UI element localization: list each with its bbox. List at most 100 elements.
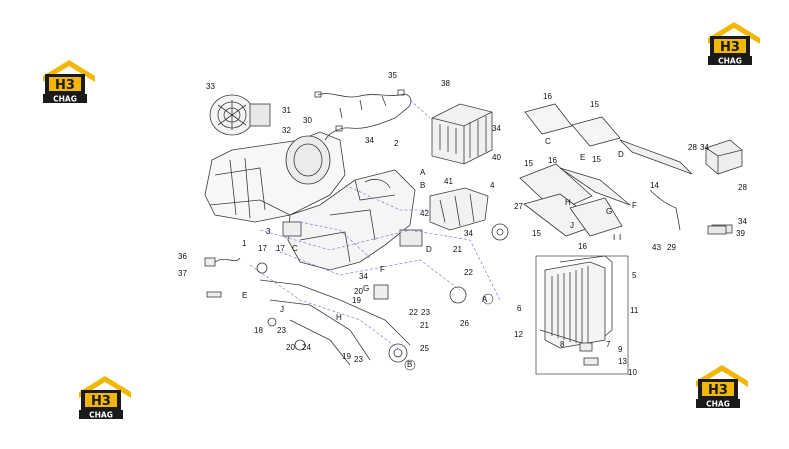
part-label: 15: [590, 100, 599, 109]
part-label: 5: [632, 271, 637, 280]
logo-letters: H3: [91, 394, 111, 409]
marker-circle: [482, 293, 494, 305]
part-label: 16: [578, 242, 587, 251]
part-label: G: [606, 207, 612, 216]
blend-door-module: [431, 103, 493, 165]
logo-sub: CHAG: [89, 411, 113, 420]
part-label: 34: [359, 272, 368, 281]
part-label: F: [632, 201, 637, 210]
part-label: 43: [652, 243, 661, 252]
evaporator-core: [535, 255, 629, 375]
part-label: 26: [460, 319, 469, 328]
part-label: 34: [464, 229, 473, 238]
part-label: 23: [421, 308, 430, 317]
part-label: 34: [492, 124, 501, 133]
blower-motor: [209, 94, 271, 136]
part-label: G: [363, 284, 369, 293]
part-label: 3: [266, 227, 271, 236]
part-label: 9: [618, 345, 623, 354]
connectors: [204, 221, 389, 300]
part-label: 37: [178, 269, 187, 278]
part-label: 15: [592, 155, 601, 164]
part-label: 40: [492, 153, 501, 162]
part-label: 42: [420, 209, 429, 218]
callout-lines: [249, 99, 501, 351]
center-heater-case: [287, 169, 423, 271]
part-label: 32: [282, 126, 291, 135]
logo-bottom-right: H3 CHAG: [692, 363, 752, 409]
part-label: C: [545, 137, 551, 146]
part-label: 19: [352, 296, 361, 305]
part-label: J: [280, 305, 284, 314]
part-label: A: [420, 168, 426, 177]
part-label: 29: [667, 243, 676, 252]
part-label: E: [242, 291, 247, 300]
logo-sub: CHAG: [706, 400, 730, 409]
part-label: 24: [302, 343, 311, 352]
part-label: J: [570, 221, 574, 230]
part-label: 17: [258, 244, 267, 253]
part-label: 15: [532, 229, 541, 238]
part-label: 38: [441, 79, 450, 88]
logo-sub: CHAG: [53, 95, 77, 104]
part-label: 1: [242, 239, 247, 248]
part-label: D: [618, 150, 624, 159]
part-label: D: [426, 245, 432, 254]
part-label: F: [380, 265, 385, 274]
part-label: 4: [490, 181, 495, 190]
part-label: 27: [514, 202, 523, 211]
part-label: 18: [254, 326, 263, 335]
part-label: 17: [276, 244, 285, 253]
part-label: 31: [282, 106, 291, 115]
part-drawings: [204, 89, 743, 375]
part-label: I: [619, 233, 621, 242]
part-label: 25: [420, 344, 429, 353]
part-label: 11: [630, 306, 639, 315]
part-label: 39: [736, 229, 745, 238]
part-label: H: [565, 198, 571, 207]
h3-chag-logo: H3 CHAG: [708, 22, 760, 66]
part-label: 13: [618, 357, 627, 366]
logo-top-right: H3 CHAG: [704, 20, 764, 66]
part-label: 30: [303, 116, 312, 125]
part-label: H: [336, 313, 342, 322]
part-label: 20: [354, 287, 363, 296]
part-label: B: [407, 360, 412, 369]
part-label: 20: [286, 343, 295, 352]
part-label: 34: [738, 217, 747, 226]
part-label: E: [580, 153, 585, 162]
logo-top-left: H3 CHAG: [39, 58, 99, 104]
wiring-harness: [314, 89, 412, 141]
part-label: 23: [277, 326, 286, 335]
part-label: 28: [688, 143, 697, 152]
part-label: C: [292, 244, 298, 253]
logo-letters: H3: [708, 383, 728, 398]
part-label: 33: [206, 82, 215, 91]
part-label: 34: [700, 143, 709, 152]
filter-panels: [519, 103, 693, 237]
part-label: 34: [365, 136, 374, 145]
logo-letters: H3: [55, 78, 75, 93]
lower-linkage: [256, 262, 467, 366]
part-label: 8: [560, 340, 565, 349]
h3-chag-logo: H3 CHAG: [43, 60, 95, 104]
part-label: 16: [548, 156, 557, 165]
part-label: 16: [543, 92, 552, 101]
part-label: B: [420, 181, 425, 190]
part-label: 21: [420, 321, 429, 330]
part-label: 2: [394, 139, 399, 148]
part-label: 6: [517, 304, 522, 313]
part-label: 22: [409, 308, 418, 317]
part-label: 23: [354, 355, 363, 364]
logo-sub: CHAG: [718, 57, 742, 66]
part-label: 35: [388, 71, 397, 80]
h3-chag-logo: H3 CHAG: [79, 376, 131, 420]
logo-letters: H3: [720, 40, 740, 55]
part-label: 19: [342, 352, 351, 361]
h3-chag-logo: H3 CHAG: [696, 365, 748, 409]
part-label: 14: [650, 181, 659, 190]
logo-bottom-left: H3 CHAG: [75, 374, 135, 420]
part-label: 36: [178, 252, 187, 261]
